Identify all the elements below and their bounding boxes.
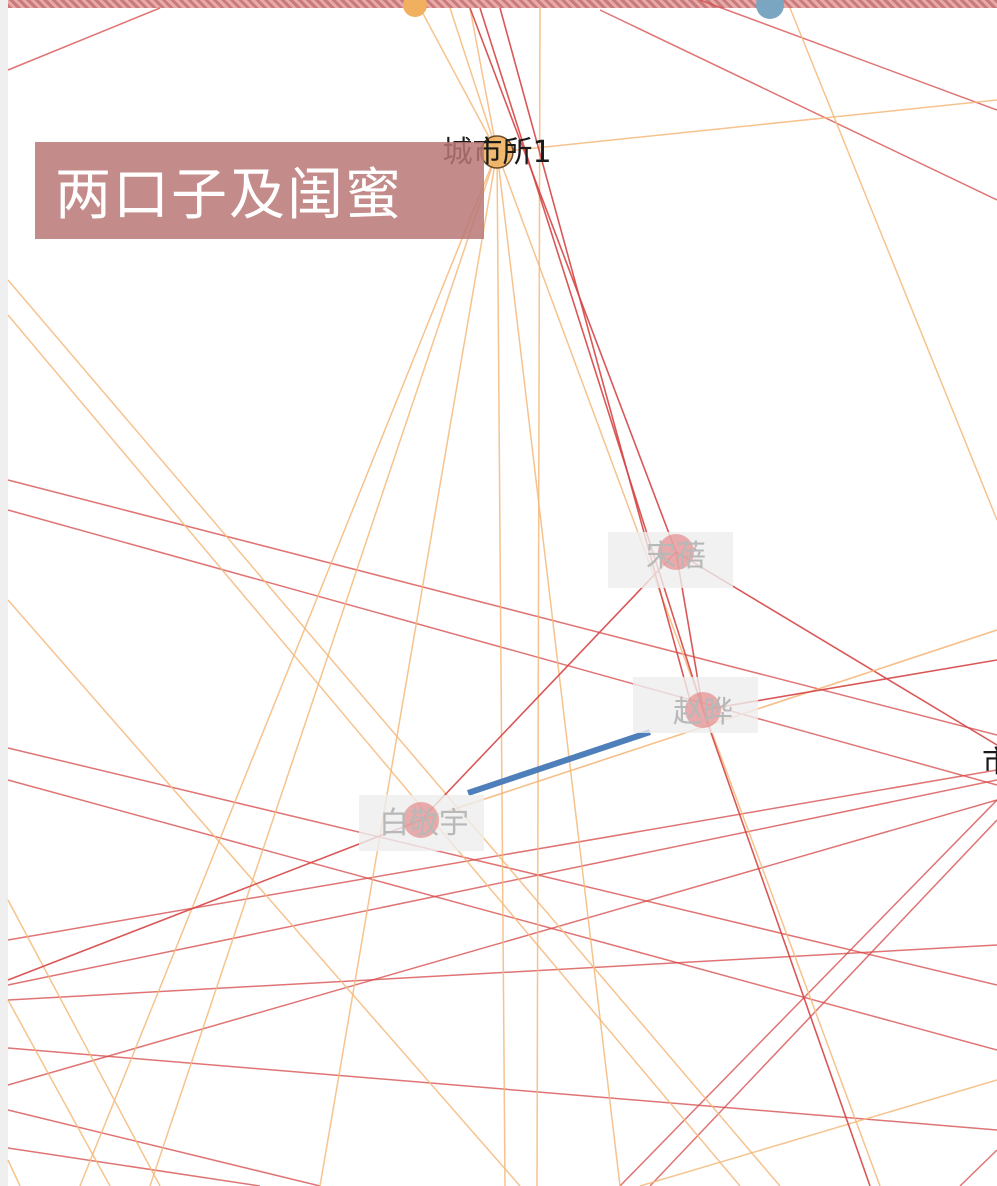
- node-label: 宋蓓: [646, 539, 706, 574]
- background-edge-orange: [496, 151, 881, 1186]
- background-edge-red: [7, 1109, 321, 1186]
- background-edge-orange: [7, 314, 741, 1186]
- graph-node-zhaoye[interactable]: 赵晔: [633, 677, 758, 733]
- background-edge-red: [7, 509, 997, 786]
- graph-title-banner: 两口子及闺蜜: [35, 142, 484, 239]
- background-edge-orange: [496, 151, 621, 1186]
- background-edge-orange: [496, 99, 997, 153]
- background-edge-orange: [419, 7, 498, 153]
- graph-node-right[interactable]: 市: [982, 745, 997, 780]
- background-edge-red: [959, 1149, 997, 1186]
- graph-nodes: 城市所1宋蓓赵晔白敬宇市: [359, 0, 997, 851]
- background-edge-red: [599, 9, 997, 201]
- node-label: 市: [982, 745, 997, 780]
- background-edge-orange: [7, 1159, 21, 1186]
- node-edge: [420, 551, 677, 821]
- node-edge: [7, 819, 422, 981]
- background-edge-red: [7, 1147, 261, 1186]
- node-edge: [499, 7, 691, 701]
- background-edges: [7, 0, 997, 1186]
- background-edge-red: [7, 944, 997, 1001]
- background-edge-red: [7, 479, 997, 736]
- highlighted-edge: [467, 729, 651, 796]
- background-edge-red: [649, 819, 997, 1186]
- background-edge-orange: [79, 151, 498, 1186]
- top-texture-strip: [0, 0, 997, 8]
- background-edge-orange: [319, 151, 498, 1186]
- background-edge-orange: [7, 599, 521, 1186]
- left-scroll-gutter: [0, 0, 8, 1186]
- background-edge-orange: [496, 151, 506, 1186]
- node-label: 白敬宇: [379, 806, 469, 841]
- background-edge-orange: [149, 151, 498, 1186]
- graph-node-songbei[interactable]: 宋蓓: [608, 532, 733, 588]
- partial-node-top[interactable]: [756, 0, 784, 19]
- node-circle[interactable]: [658, 534, 694, 570]
- background-edge-orange: [536, 7, 541, 1186]
- node-circle[interactable]: [403, 802, 439, 838]
- background-edge-red: [7, 7, 161, 71]
- background-edge-orange: [469, 7, 498, 153]
- background-edge-orange: [639, 1079, 997, 1186]
- node-circle[interactable]: [685, 692, 721, 728]
- background-edge-orange: [7, 899, 161, 1186]
- background-edge-orange: [789, 7, 997, 521]
- partial-node-top[interactable]: [403, 0, 427, 17]
- background-edge-red: [699, 0, 997, 111]
- background-edge-orange: [7, 279, 781, 1186]
- graph-node-baijingyu[interactable]: 白敬宇: [359, 795, 484, 851]
- node-label: 赵晔: [673, 695, 733, 730]
- graph-title: 两口子及闺蜜: [55, 163, 403, 228]
- node-edge: [469, 7, 677, 553]
- background-edge-orange: [7, 999, 111, 1186]
- background-edge-orange: [449, 7, 498, 153]
- node-edge: [702, 709, 871, 1186]
- background-edge-red: [7, 1047, 997, 1131]
- node-edge: [479, 7, 704, 711]
